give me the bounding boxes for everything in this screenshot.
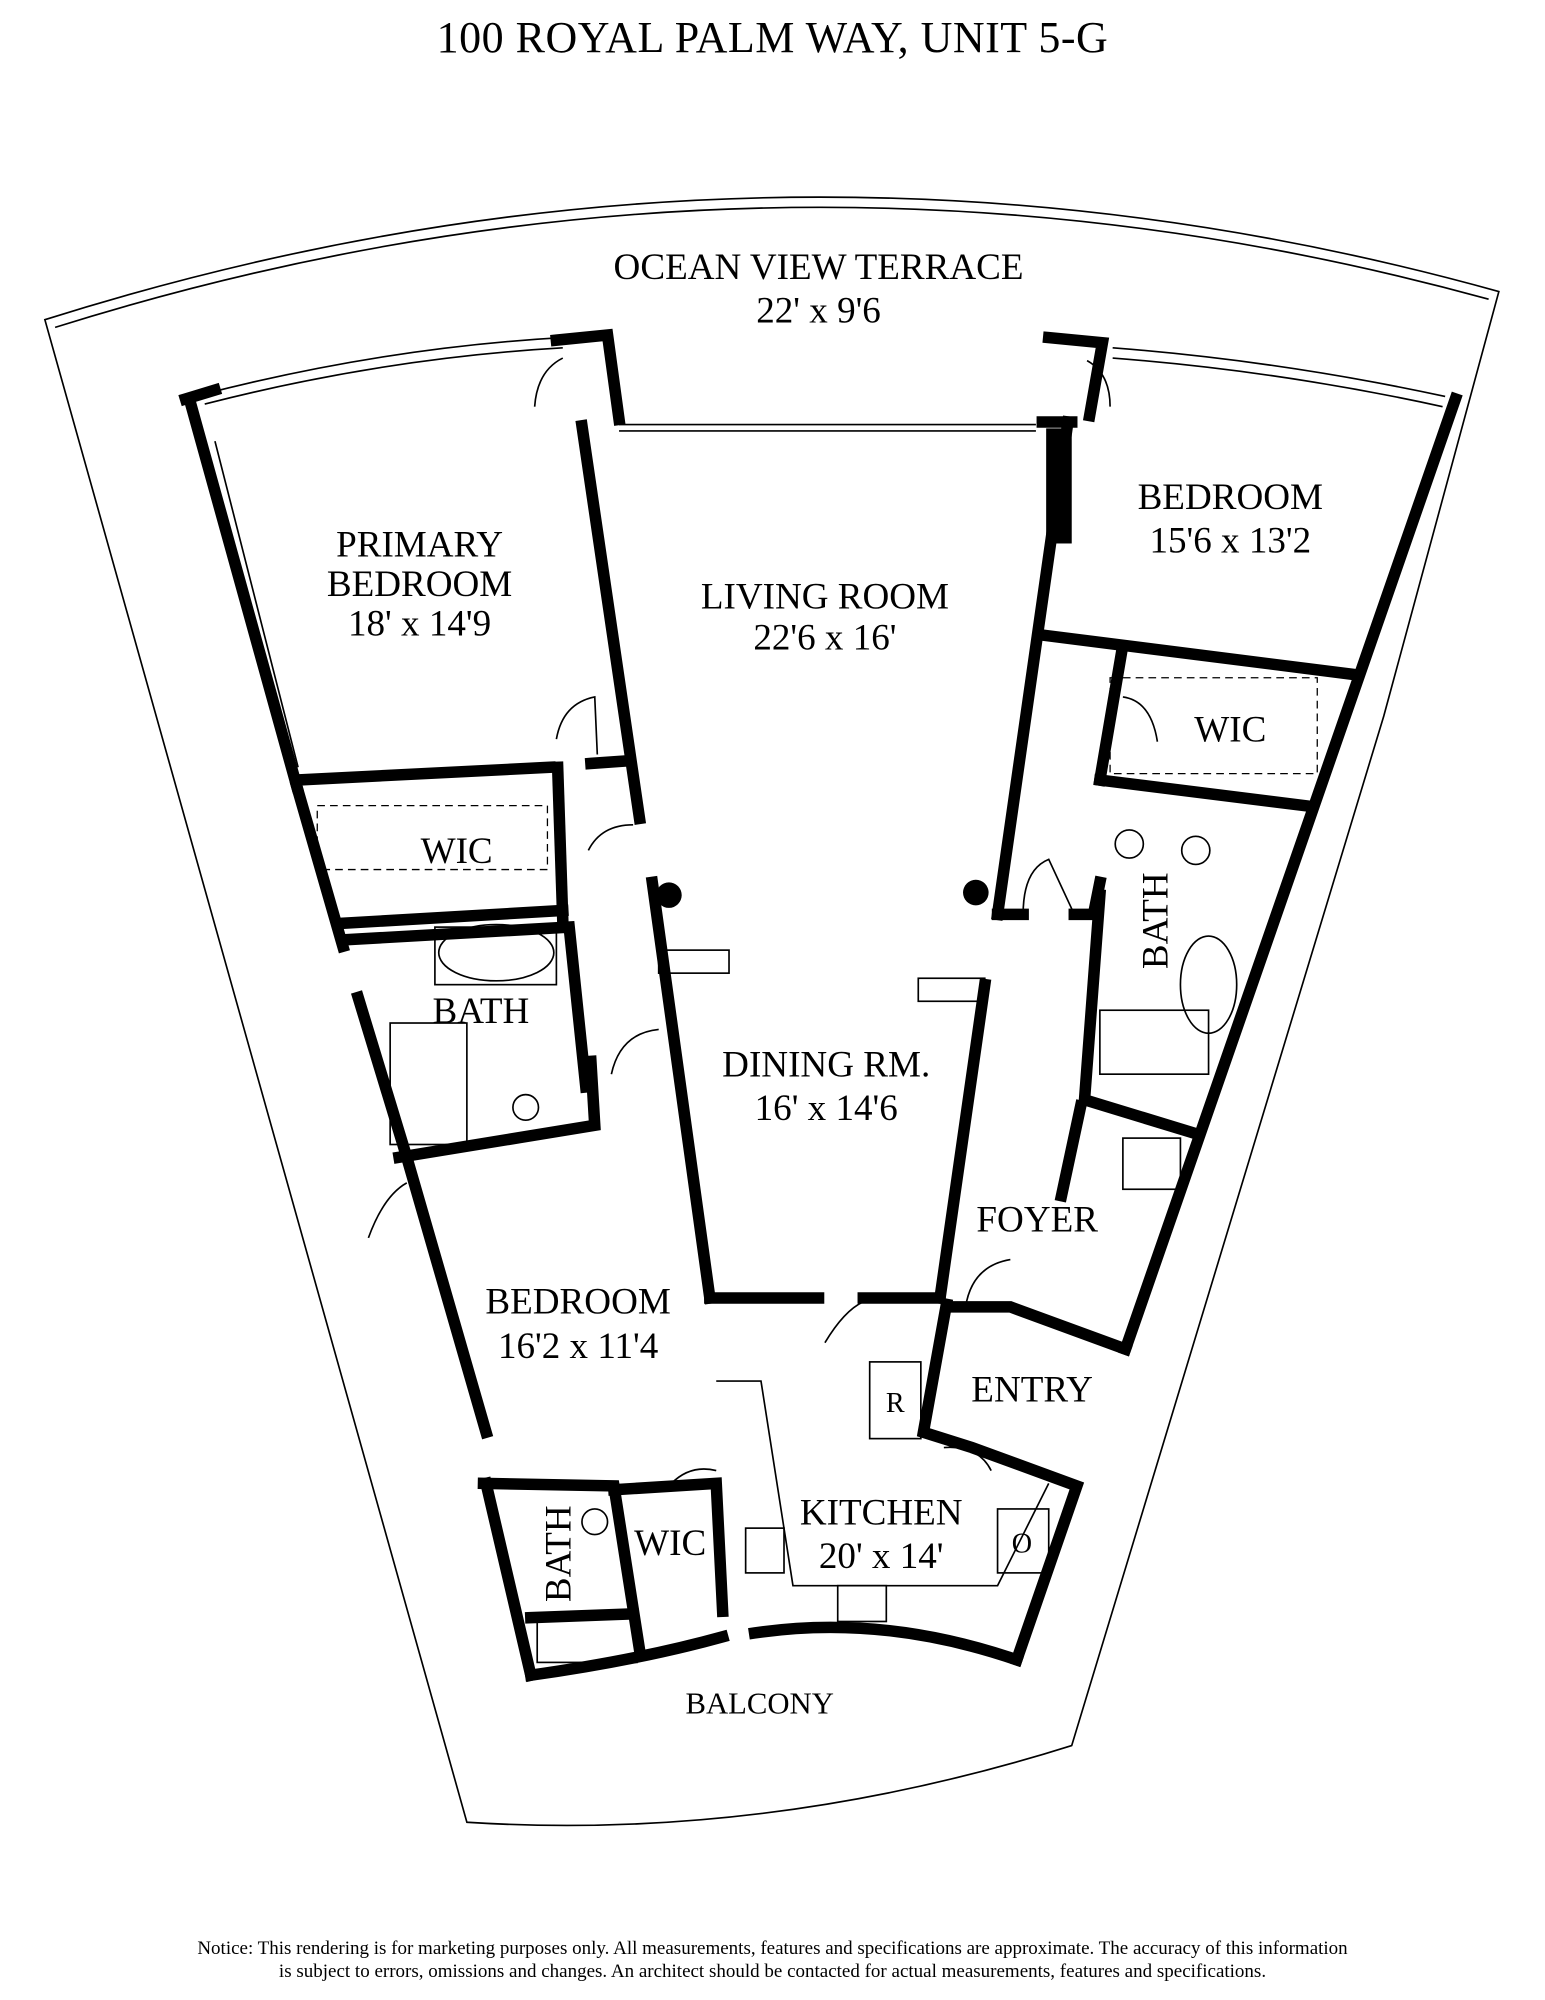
primary-bedroom-label-2: BEDROOM (327, 564, 512, 605)
bath-primary-label: BATH (433, 991, 530, 1032)
bedroom-left-label: BEDROOM (485, 1281, 670, 1322)
terrace-size: 22' x 9'6 (756, 290, 881, 331)
room-labels: OCEAN VIEW TERRACE 22' x 9'6 PRIMARY BED… (327, 247, 1323, 1721)
wic-right-label: WIC (1194, 710, 1266, 751)
notice-line-1: Notice: This rendering is for marketing … (197, 1938, 1348, 1959)
notice-line-2: is subject to errors, omissions and chan… (278, 1961, 1267, 1982)
disclaimer-notice: Notice: This rendering is for marketing … (0, 1937, 1545, 1983)
kitchen-label: KITCHEN (800, 1492, 963, 1533)
bath-small-label: BATH (538, 1505, 579, 1602)
dining-room-size: 16' x 14'6 (755, 1088, 898, 1129)
primary-bedroom-label-1: PRIMARY (336, 524, 503, 565)
refrigerator-label: R (886, 1388, 905, 1419)
dining-room-label: DINING RM. (722, 1045, 930, 1086)
terrace-label: OCEAN VIEW TERRACE (614, 247, 1024, 288)
primary-bedroom-size: 18' x 14'9 (348, 604, 491, 645)
bedroom-right-label: BEDROOM (1138, 477, 1323, 518)
living-room-size: 22'6 x 16' (753, 618, 896, 659)
living-room-label: LIVING ROOM (701, 577, 949, 618)
door-swings (367, 357, 1159, 1484)
wic-primary-label: WIC (421, 831, 493, 872)
exterior-walls (178, 328, 1463, 1683)
terrace-outline (43, 196, 1500, 1827)
foyer-label: FOYER (976, 1199, 1098, 1240)
wic-small-label: WIC (634, 1523, 706, 1564)
kitchen-size: 20' x 14' (819, 1536, 944, 1577)
bedroom-left-size: 16'2 x 11'4 (498, 1326, 658, 1367)
bedroom-right-size: 15'6 x 13'2 (1149, 520, 1311, 561)
balcony-label: BALCONY (686, 1687, 834, 1721)
fixtures (316, 677, 1318, 1664)
bath-right-label: BATH (1136, 872, 1177, 969)
entry-label: ENTRY (971, 1370, 1093, 1411)
page-title: 100 ROYAL PALM WAY, UNIT 5-G (436, 13, 1109, 62)
oven-label: O (1012, 1528, 1032, 1559)
interior-walls (290, 629, 1356, 1657)
